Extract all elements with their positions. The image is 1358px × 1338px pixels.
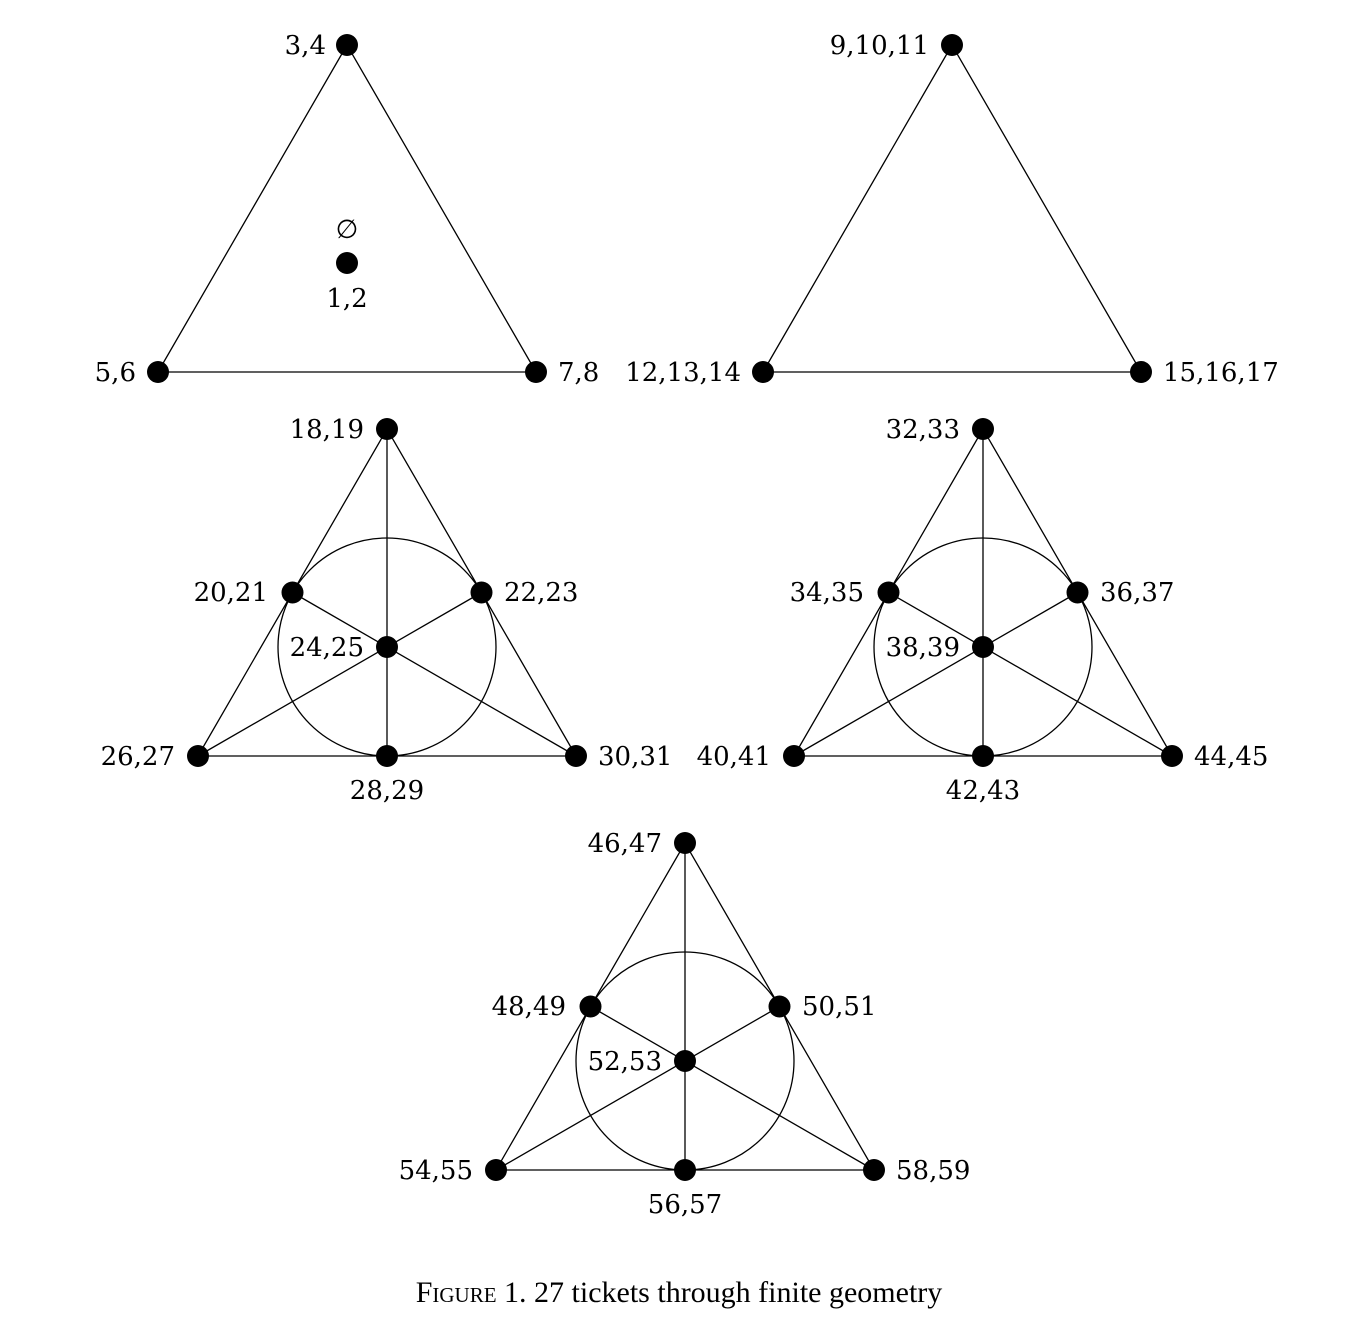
point-mid-left	[281, 581, 304, 604]
point-label-mid-right: 36,37	[1100, 578, 1174, 608]
point-label-bottom-mid: 56,57	[648, 1190, 722, 1220]
point-bottom-right	[1161, 745, 1183, 767]
vertex-label-top: 9,10,11	[830, 31, 929, 61]
center-point	[336, 252, 358, 274]
point-mid-right	[768, 995, 791, 1018]
figure-caption: Figure 1. 27 tickets through finite geom…	[0, 1276, 1358, 1310]
point-mid-left	[579, 995, 602, 1018]
fano-median-left	[197, 591, 482, 757]
point-label-mid-right: 50,51	[802, 992, 876, 1022]
vertex-label-bottom-left: 12,13,14	[625, 358, 741, 388]
figure-caption-text: 27 tickets through finite geometry	[534, 1276, 943, 1309]
point-label-bottom-left: 40,41	[697, 742, 771, 772]
vertex-top	[941, 34, 963, 56]
fano-median-right	[590, 1005, 875, 1171]
vertex-label-top: 3,4	[285, 31, 326, 61]
triangle-panel-2: 9,10,11 12,13,14 15,16,17	[625, 31, 1279, 388]
point-top	[972, 418, 994, 440]
point-label-bottom-right: 58,59	[896, 1156, 970, 1186]
vertex-bottom-left	[147, 361, 169, 383]
point-label-bottom-left: 54,55	[399, 1156, 473, 1186]
vertex-bottom-left	[752, 361, 774, 383]
point-bottom-mid	[376, 745, 398, 767]
point-label-mid-left: 20,21	[194, 578, 268, 608]
point-mid-right	[1066, 581, 1089, 604]
point-bottom-mid	[972, 745, 994, 767]
point-label-center: 38,39	[886, 633, 960, 663]
point-top	[376, 418, 398, 440]
empty-set-symbol: ∅	[336, 215, 359, 245]
fano-median-right	[292, 591, 577, 757]
point-center	[972, 636, 994, 658]
point-label-bottom-mid: 42,43	[946, 776, 1020, 806]
fano-plane-panel-1: 18,19 20,21 22,23 24,25 26,27 28,29 30,3…	[101, 415, 673, 806]
point-label-bottom-right: 30,31	[598, 742, 672, 772]
fano-median-left	[793, 591, 1078, 757]
point-label-bottom-right: 44,45	[1194, 742, 1268, 772]
vertex-bottom-right	[525, 361, 547, 383]
figure-caption-label: Figure 1.	[415, 1276, 527, 1309]
point-bottom-left	[485, 1159, 507, 1181]
point-label-top: 46,47	[588, 829, 662, 859]
point-bottom-right	[863, 1159, 885, 1181]
point-mid-right	[470, 581, 493, 604]
vertex-label-bottom-right: 7,8	[558, 358, 599, 388]
vertex-label-bottom-left: 5,6	[95, 358, 136, 388]
point-bottom-left	[783, 745, 805, 767]
vertex-bottom-right	[1130, 361, 1152, 383]
fano-plane-panel-3: 46,47 48,49 50,51 52,53 54,55 56,57 58,5…	[399, 829, 971, 1220]
point-label-mid-left: 48,49	[492, 992, 566, 1022]
fano-median-left	[495, 1005, 780, 1171]
point-label-bottom-left: 26,27	[101, 742, 175, 772]
point-center	[376, 636, 398, 658]
point-bottom-left	[187, 745, 209, 767]
triangle-panel-1: ∅ 1,2 3,4 5,6 7,8	[95, 31, 600, 388]
vertex-label-bottom-right: 15,16,17	[1163, 358, 1279, 388]
point-top	[674, 832, 696, 854]
triangle-edges	[761, 43, 1143, 373]
point-label-center: 52,53	[588, 1047, 662, 1077]
fano-plane-panel-2: 32,33 34,35 36,37 38,39 40,41 42,43 44,4…	[697, 415, 1269, 806]
point-label-mid-right: 22,23	[504, 578, 578, 608]
point-label-top: 32,33	[886, 415, 960, 445]
point-bottom-right	[565, 745, 587, 767]
point-bottom-mid	[674, 1159, 696, 1181]
triangle-edges	[156, 43, 538, 373]
center-label: 1,2	[326, 284, 367, 314]
point-label-top: 18,19	[290, 415, 364, 445]
vertex-top	[336, 34, 358, 56]
point-label-mid-left: 34,35	[790, 578, 864, 608]
point-label-center: 24,25	[290, 633, 364, 663]
fano-median-right	[888, 591, 1173, 757]
point-label-bottom-mid: 28,29	[350, 776, 424, 806]
point-center	[674, 1050, 696, 1072]
point-mid-left	[877, 581, 900, 604]
